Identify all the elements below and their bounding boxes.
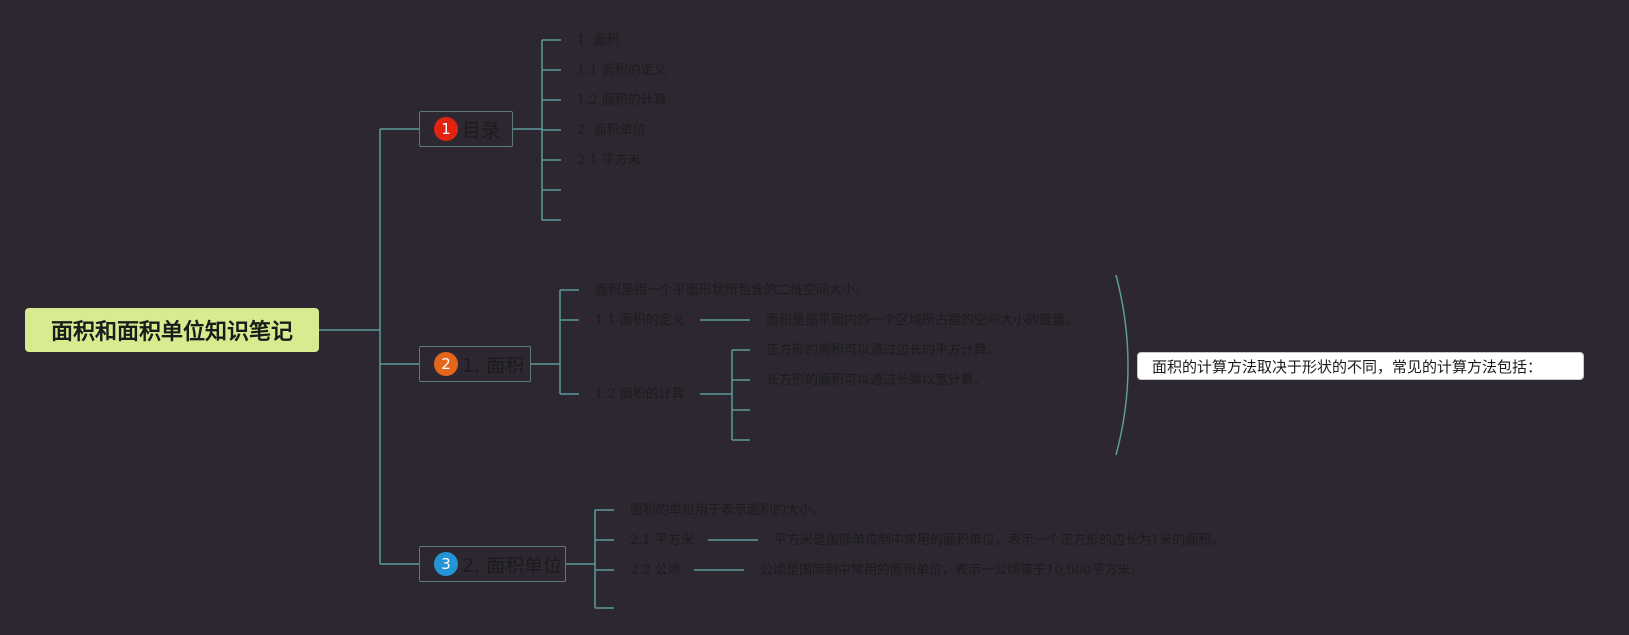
branch1-connector bbox=[513, 39, 561, 221]
toc-item[interactable]: 2.1 平方米 bbox=[577, 153, 641, 168]
toc-item[interactable]: 1.2 面积的计算 bbox=[577, 93, 667, 108]
area-calc-item[interactable]: 正方形的面积可以通过边长的平方计算。 bbox=[766, 343, 1001, 358]
units-intro[interactable]: 面积的单位用于表示面积的大小。 bbox=[630, 503, 826, 518]
branch-units-label: 2. 面积单位 bbox=[462, 554, 563, 577]
summary-note[interactable]: 面积的计算方法取决于形状的不同，常见的计算方法包括： bbox=[1137, 352, 1584, 380]
units-sqm-text[interactable]: 平方米是国际单位制中常用的面积单位，表示一个正方形的边长为1米的面积。 bbox=[774, 533, 1225, 548]
branch2-connector bbox=[531, 289, 579, 395]
area-definition-label[interactable]: 1.1 面积的定义 bbox=[595, 313, 685, 328]
area-calc-item[interactable]: 长方形的面积可以通过长乘以宽计算。 bbox=[766, 373, 988, 388]
toc-item[interactable]: 1. 面积 bbox=[577, 33, 620, 48]
branch-toc-label: 目录 bbox=[462, 119, 501, 142]
area-definition-text[interactable]: 面积是指平面内的一个区域所占据的空间大小的度量。 bbox=[766, 313, 1079, 328]
area-calc-label[interactable]: 1.2 面积的计算 bbox=[595, 387, 685, 402]
summary-bracket bbox=[1115, 274, 1129, 456]
calc-connector bbox=[700, 349, 750, 441]
branch-units[interactable]: 3 2. 面积单位 bbox=[419, 546, 566, 582]
badge-3-icon: 3 bbox=[434, 552, 458, 576]
area-intro[interactable]: 面积是指一个平面形状所包含的二维空间大小。 bbox=[595, 283, 869, 298]
branch-toc[interactable]: 1 目录 bbox=[419, 111, 513, 147]
branch-area-label: 1. 面积 bbox=[462, 354, 525, 377]
toc-item[interactable]: 2. 面积单位 bbox=[577, 123, 646, 138]
toc-item[interactable]: 1.1 面积的定义 bbox=[577, 63, 667, 78]
summary-text: 面积的计算方法取决于形状的不同，常见的计算方法包括： bbox=[1152, 357, 1543, 376]
badge-1-icon: 1 bbox=[434, 117, 458, 141]
units-hectare-label[interactable]: 2.2 公顷 bbox=[630, 563, 681, 578]
root-title: 面积和面积单位知识笔记 bbox=[50, 320, 293, 345]
units-sqm-label[interactable]: 2.1 平方米 bbox=[630, 533, 694, 548]
root-topic[interactable]: 面积和面积单位知识笔记 bbox=[25, 308, 319, 352]
branch3-connector bbox=[566, 509, 614, 609]
units-hectare-text[interactable]: 公顷是国际制中常用的面积单位，表示一公顷等于10,000平方米。 bbox=[760, 563, 1144, 578]
root-connector bbox=[319, 128, 419, 565]
branch-area[interactable]: 2 1. 面积 bbox=[419, 346, 531, 382]
badge-2-icon: 2 bbox=[434, 352, 458, 376]
